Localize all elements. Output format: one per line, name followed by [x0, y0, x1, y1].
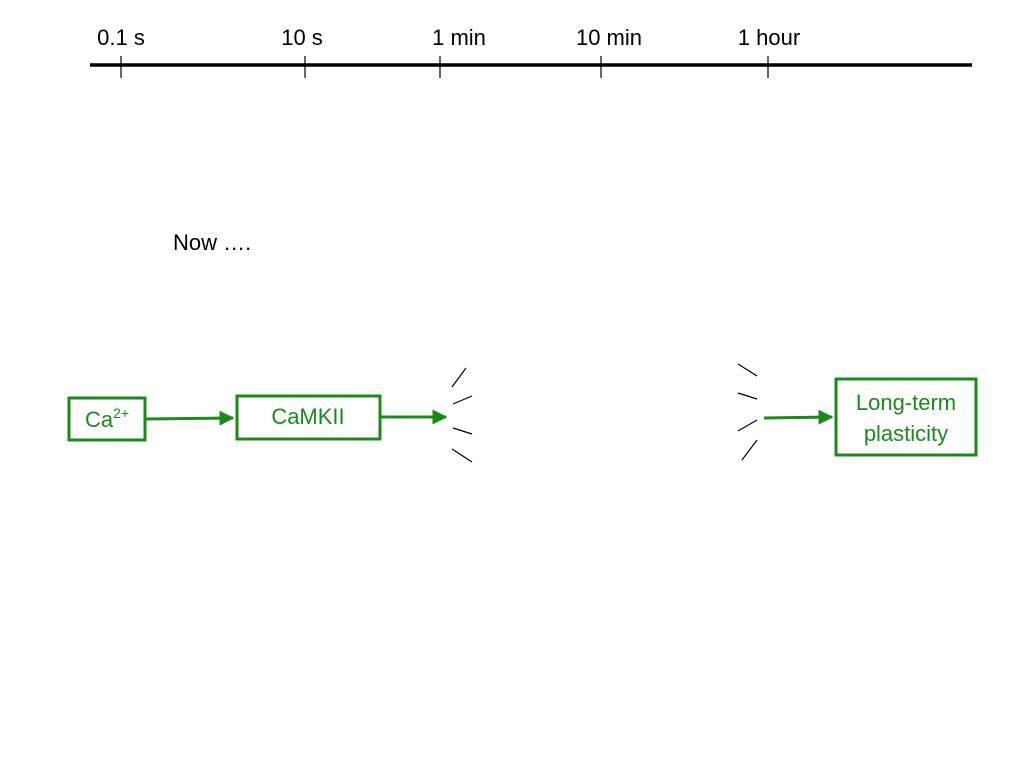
timeline-tick-label: 10 s: [281, 25, 323, 50]
camkii-node: CaMKII: [235, 394, 382, 441]
timeline-tick: 10 s: [281, 25, 323, 78]
calcium-label: Ca: [85, 407, 114, 432]
timeline-tick-label: 0.1 s: [97, 25, 145, 50]
camkii-label: CaMKII: [271, 404, 344, 429]
right-burst-lines: [737, 363, 758, 461]
arrow-calcium-to-camkii: [145, 410, 235, 426]
timeline-tick-label: 10 min: [576, 25, 642, 50]
arrow-to-plasticity: [763, 409, 834, 425]
plasticity-label-line1: Long-term: [856, 390, 956, 415]
svg-text:Ca2+: Ca2+: [85, 405, 129, 432]
timeline-tick-label: 1 min: [432, 25, 486, 50]
timeline-tick: 10 min: [576, 25, 642, 78]
calcium-node: Ca2+: [67, 396, 147, 442]
left-burst-lines: [451, 367, 473, 463]
timeline-tick: 1 min: [432, 25, 486, 78]
plasticity-node: Long-term plasticity: [834, 377, 978, 457]
plasticity-label-line2: plasticity: [864, 421, 948, 446]
now-caption: Now ….: [173, 230, 251, 255]
timeline: 0.1 s 10 s 1 min 10 min 1 hour: [90, 25, 972, 78]
calcium-charge: 2+: [113, 405, 129, 421]
timeline-tick: 0.1 s: [97, 25, 145, 78]
timeline-tick-label: 1 hour: [738, 25, 800, 50]
timeline-tick: 1 hour: [738, 25, 800, 78]
